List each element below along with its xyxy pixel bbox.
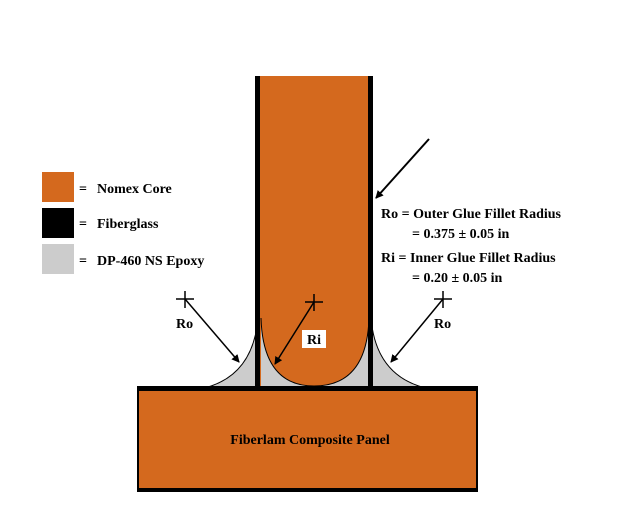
ro-definition-line2: = 0.375 ± 0.05 in <box>412 227 510 242</box>
ro-right-marker <box>390 291 452 363</box>
panel-top-skin <box>137 386 478 391</box>
legend-equals-3: = <box>79 254 87 269</box>
legend-swatch-epoxy <box>42 244 74 274</box>
ro-left-label: Ro <box>176 317 193 332</box>
fiberglass-skin-right <box>368 76 373 392</box>
legend: = Nomex Core = Fiberglass = DP-460 NS Ep… <box>42 172 204 274</box>
outer-fillet-right <box>370 317 431 390</box>
legend-equals-2: = <box>79 217 87 232</box>
legend-equals-1: = <box>79 182 87 197</box>
ri-label-box <box>302 330 326 348</box>
panel-bottom-skin <box>137 488 478 492</box>
legend-label-epoxy: DP-460 NS Epoxy <box>97 254 204 269</box>
panel-left-skin <box>137 386 139 492</box>
ro-left-marker <box>176 291 240 363</box>
legend-label-fiberglass: Fiberglass <box>97 217 159 232</box>
legend-label-nomex-core: Nomex Core <box>97 182 172 197</box>
panel-right-skin <box>476 386 478 492</box>
panel-core <box>137 387 478 491</box>
outer-fillet-left <box>199 317 259 390</box>
inner-fillet <box>261 318 369 389</box>
ri-center-marker <box>274 294 323 365</box>
ri-definition-line2: = 0.20 ± 0.05 in <box>412 271 503 286</box>
leader-arrow <box>375 138 430 199</box>
ro-right-label: Ro <box>434 317 451 332</box>
legend-swatch-fiberglass <box>42 208 74 238</box>
ro-definition-line1: Ro = Outer Glue Fillet Radius <box>381 207 562 222</box>
ri-definition-line1: Ri = Inner Glue Fillet Radius <box>381 251 556 266</box>
ri-center-label: Ri <box>307 333 321 348</box>
legend-swatch-nomex-core <box>42 172 74 202</box>
panel-label: Fiberlam Composite Panel <box>230 433 390 448</box>
fiberglass-skin-left <box>255 76 260 392</box>
